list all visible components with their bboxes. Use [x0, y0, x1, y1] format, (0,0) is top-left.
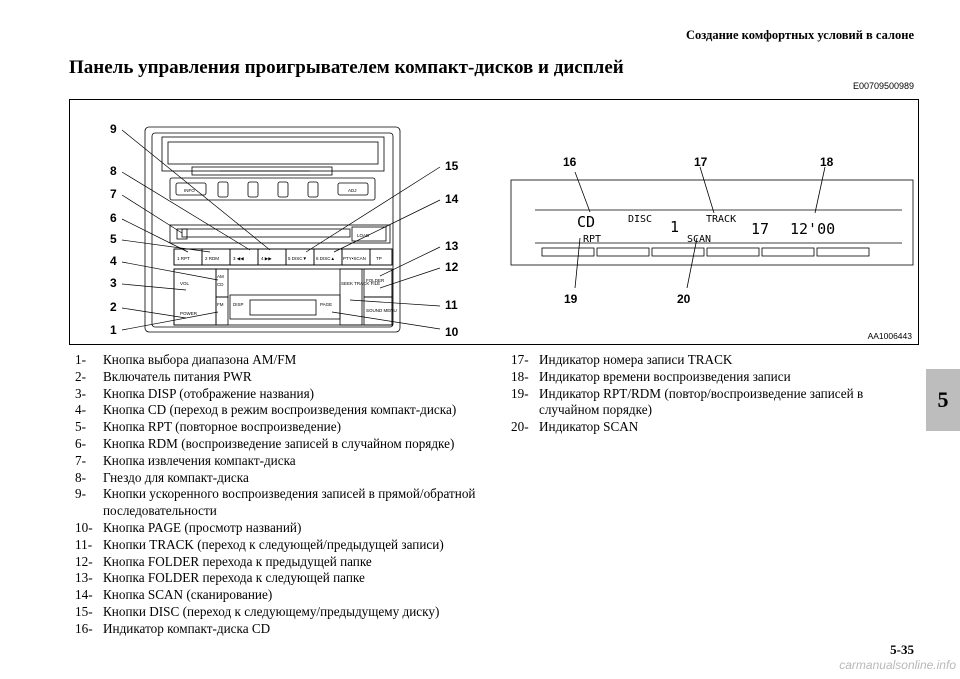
- list-item: 19-Индикатор RPT/RDM (повтор/воспроизвед…: [511, 385, 864, 418]
- b2-label: 2 RDM: [205, 256, 219, 261]
- callout-12: 12: [445, 260, 459, 274]
- chapter-tab: 5: [926, 369, 960, 431]
- head-unit: [144, 126, 401, 333]
- callout-17: 17: [694, 155, 708, 169]
- legend-right-column: 17-Индикатор номера записи TRACK 18-Инди…: [511, 352, 891, 436]
- callout-7: 7: [110, 187, 117, 201]
- callout-8: 8: [110, 164, 117, 178]
- list-item: 12-Кнопка FOLDER перехода к предыдущей п…: [75, 553, 372, 569]
- cd-indicator: CD: [577, 213, 595, 231]
- power-label: POWER: [180, 311, 198, 316]
- load-label: LOAD: [357, 233, 370, 238]
- page-label: PAGE: [320, 302, 332, 307]
- list-item: 16-Индикатор компакт-диска CD: [75, 620, 271, 636]
- list-item: 13-Кнопка FOLDER перехода к следующей па…: [75, 570, 365, 586]
- sound-label: SOUND MENU: [366, 308, 397, 313]
- callout-3: 3: [110, 276, 117, 290]
- cd-label: CD: [217, 282, 224, 287]
- adj-label: ADJ: [348, 188, 357, 193]
- list-item: 5-Кнопка RPT (повторное воспроизведение): [75, 419, 341, 435]
- fm-label: FM: [217, 302, 224, 307]
- list-item: 1-Кнопка выбора диапазона AM/FM: [75, 352, 297, 367]
- callout-5: 5: [110, 232, 117, 246]
- list-item: 4-Кнопка CD (переход в режим воспроизвед…: [75, 402, 457, 418]
- b3-label: 3 ◀◀: [233, 256, 244, 261]
- display-illustration: [510, 166, 914, 289]
- list-item: 20-Индикатор SCAN: [511, 419, 639, 435]
- callout-6: 6: [110, 211, 117, 225]
- list-item: 9-Кнопки ускоренного воспроизведения зап…: [75, 486, 476, 519]
- disc-indicator: DISC: [628, 214, 652, 225]
- vol-label: VOL: [180, 281, 190, 286]
- list-item: 18-Индикатор времени воспроизведения зап…: [511, 368, 791, 384]
- callout-9: 9: [110, 122, 117, 136]
- list-item: 7-Кнопка извлечения компакт-диска: [75, 452, 296, 468]
- callout-20: 20: [677, 292, 691, 306]
- callout-18: 18: [820, 155, 834, 169]
- callout-1: 1: [110, 323, 117, 337]
- list-item: 11-Кнопки TRACK (переход к следующей/пре…: [75, 536, 444, 552]
- legend-left-column: 1-Кнопка выбора диапазона AM/FM 2-Включа…: [75, 352, 495, 638]
- list-item: 6-Кнопка RDM (воспроизведение записей в …: [75, 435, 455, 451]
- info-label: INFO: [184, 188, 195, 193]
- callout-15: 15: [445, 159, 459, 173]
- disc-number: 1: [670, 218, 679, 236]
- callout-11: 11: [445, 298, 458, 312]
- b5-label: 5 DISC▼: [288, 256, 307, 261]
- leader-lines: [121, 129, 441, 331]
- figure-panel: INFO ADJ LOAD 1 RPT 2 RDM 3 ◀◀ 4 ▶▶ 5 DI…: [69, 99, 919, 345]
- page-title: Панель управления проигрывателем компакт…: [69, 57, 624, 78]
- am-label: AM: [217, 274, 224, 279]
- callout-13: 13: [445, 239, 459, 253]
- callout-2: 2: [110, 300, 117, 314]
- track-indicator: TRACK: [706, 214, 736, 225]
- figure-id: AA1006443: [867, 331, 912, 341]
- b4-label: 4 ▶▶: [261, 256, 272, 261]
- list-item: 8-Гнездо для компакт-диска: [75, 469, 249, 485]
- disp-label: DISP: [233, 302, 244, 307]
- b1-label: 1 RPT: [177, 256, 190, 261]
- callout-4: 4: [110, 254, 117, 268]
- callout-10: 10: [445, 325, 459, 339]
- callout-16: 16: [563, 155, 577, 169]
- list-item: 15-Кнопки DISC (переход к следующему/пре…: [75, 603, 440, 619]
- display-callouts: 16 17 18 19 20: [563, 155, 834, 306]
- time-indicator: 12'00: [790, 220, 835, 238]
- scan-label: PTY•SCAN: [343, 256, 366, 261]
- page-number: 5-35: [890, 642, 914, 657]
- display-indicators: CD DISC 1 TRACK 17 12'00 RPT SCAN: [577, 213, 835, 245]
- section-header: Создание комфортных условий в салоне: [685, 28, 914, 42]
- document-code: E00709500989: [852, 81, 914, 91]
- folder-label: FOLDER: [366, 278, 385, 283]
- list-item: 17-Индикатор номера записи TRACK: [511, 352, 733, 367]
- callout-14: 14: [445, 192, 459, 206]
- callout-19: 19: [564, 292, 578, 306]
- list-item: 3-Кнопка DISP (отображение названия): [75, 385, 315, 401]
- callout-numbers-right: 15 14 13 12 11 10: [445, 159, 459, 339]
- track-number: 17: [751, 220, 769, 238]
- cd-panel-illustration: INFO ADJ LOAD 1 RPT 2 RDM 3 ◀◀ 4 ▶▶ 5 DI…: [110, 122, 914, 339]
- callout-numbers-left: 9 8 7 6 5 4 3 2 1: [110, 122, 117, 337]
- panel-button-labels: INFO ADJ LOAD 1 RPT 2 RDM 3 ◀◀ 4 ▶▶ 5 DI…: [177, 188, 397, 316]
- watermark: carmanualsonline.info: [839, 658, 956, 672]
- b6-label: 6 DISC▲: [316, 256, 335, 261]
- list-item: 2-Включатель питания PWR: [75, 368, 252, 384]
- tp-label: TP: [376, 256, 382, 261]
- list-item: 10-Кнопка PAGE (просмотр названий): [75, 519, 302, 535]
- rpt-indicator: RPT: [583, 234, 601, 245]
- scan-indicator: SCAN: [687, 234, 711, 245]
- list-item: 14-Кнопка SCAN (сканирование): [75, 587, 273, 603]
- seek-label: SEEK TRACK FILE: [341, 281, 380, 286]
